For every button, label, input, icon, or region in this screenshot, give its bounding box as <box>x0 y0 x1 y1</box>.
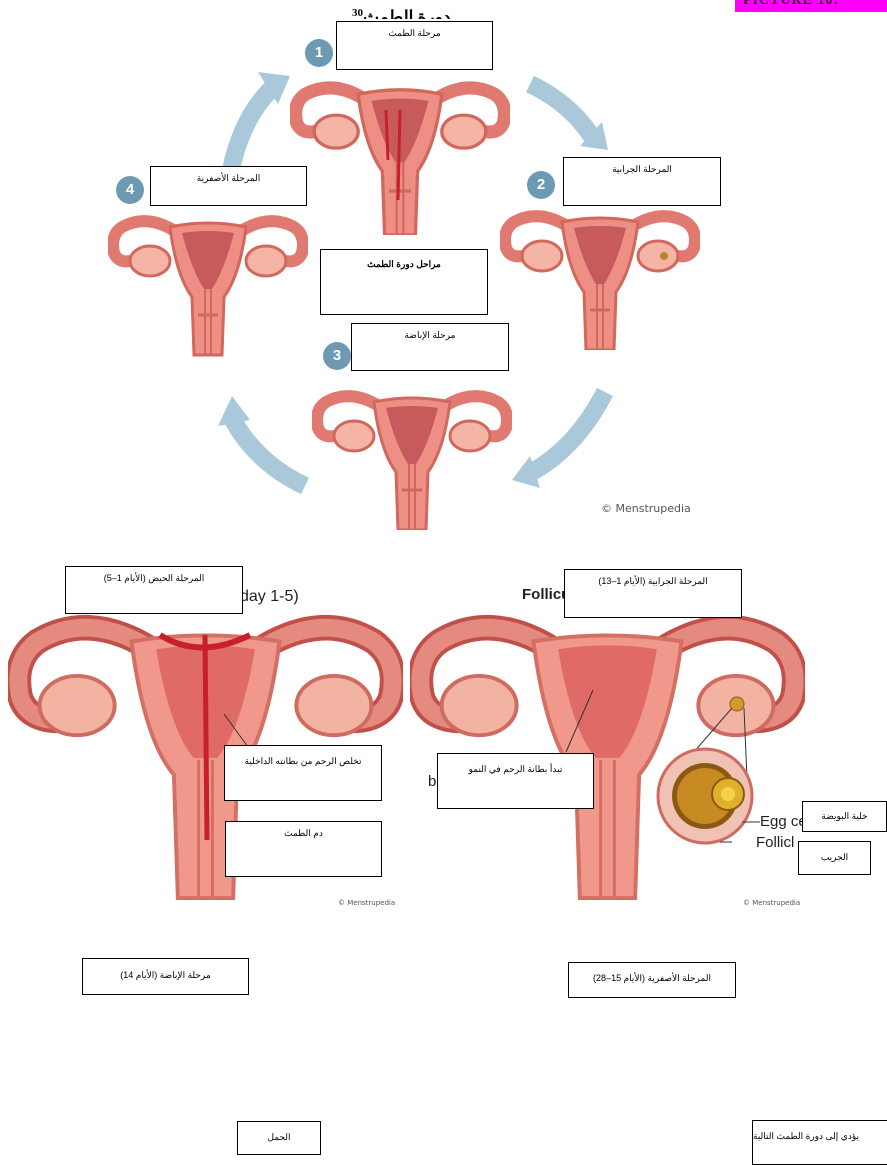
callout-follicle: الجريب <box>798 841 871 875</box>
label-luteal-days: المرحلة الأصفرية (الأيام 15–28) <box>568 962 736 998</box>
underlying-b-text: b <box>428 773 436 790</box>
callout-lining-grows: تبدأ بطانة الرحم في النمو <box>437 753 594 809</box>
stage-number-3: 3 <box>323 342 351 370</box>
underlying-follicle-text: Follicl <box>756 834 794 851</box>
label-stage-4: المرحلة الأصفرية <box>150 166 307 206</box>
underlying-egg-text: Egg ce <box>760 813 807 830</box>
arrow-4-to-1 <box>230 88 272 175</box>
label-next-cycle: يؤدي إلى دورة الطمث التالية <box>752 1120 887 1165</box>
heading-follicular-phase: المرحلة الجرابية (الأيام 1–13) <box>564 569 742 618</box>
label-cycle-center: مراحل دورة الطمث <box>320 249 488 315</box>
credit-left: © Menstrupedia <box>338 899 395 907</box>
callout-lining-shed: تخلص الرحم من بطانته الداخلية <box>224 745 382 801</box>
callout-menstrual-blood: دم الطمث <box>225 821 382 877</box>
arrow-3-to-4 <box>232 418 305 486</box>
arrow-2-to-3 <box>528 392 605 474</box>
stage-number-4: 4 <box>116 176 144 204</box>
stage-number-2: 2 <box>527 171 555 199</box>
uterus-stage-4 <box>113 221 303 355</box>
credit-cycle: © Menstrupedia <box>601 502 691 515</box>
stage-number-1: 1 <box>305 39 333 67</box>
heading-menstrual-phase: المرحلة الحيض (الأيام 1–5) <box>65 566 243 614</box>
credit-right: © Menstrupedia <box>743 899 800 907</box>
underlying-day-text: day 1-5) <box>240 588 299 606</box>
label-stage-3: مرحلة الإباضة <box>351 323 509 371</box>
label-pregnancy: الحمل <box>237 1121 321 1155</box>
label-stage-2: المرحلة الجرابية <box>563 157 721 206</box>
label-ovulation-days: مرحلة الإباضة (الأيام 14) <box>82 958 249 995</box>
uterus-stage-2 <box>505 216 695 350</box>
uterus-stage-3 <box>317 396 507 530</box>
label-stage-1: مرحلة الطمث <box>336 21 493 70</box>
arrow-1-to-2 <box>530 84 594 140</box>
callout-egg-cell: خلية البويضة <box>802 801 887 832</box>
